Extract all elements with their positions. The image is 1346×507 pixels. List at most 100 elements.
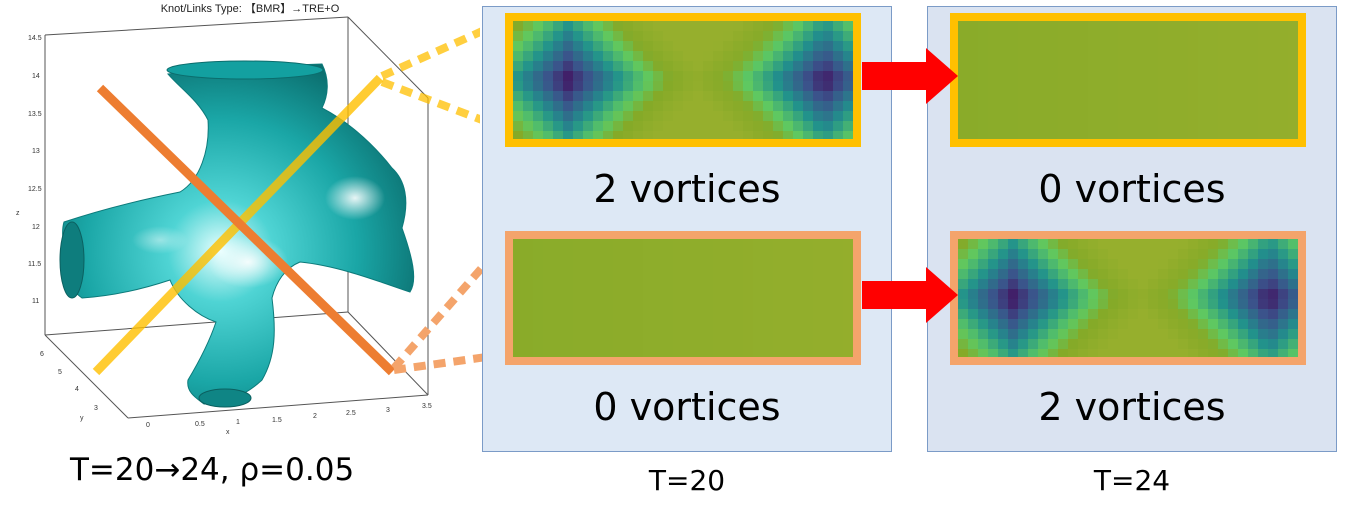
field-cell <box>1138 309 1149 320</box>
field-cell <box>643 121 654 132</box>
field-cell <box>573 131 584 139</box>
field-cell <box>673 339 684 350</box>
field-cell <box>693 71 704 82</box>
field-cell <box>563 71 574 82</box>
field-cell <box>998 21 1009 32</box>
field-cell <box>1248 239 1259 250</box>
field-cell <box>1208 81 1219 92</box>
field-cell <box>1058 289 1069 300</box>
field-cell <box>693 259 704 270</box>
field-cell <box>533 51 544 62</box>
field-cell <box>1228 31 1239 42</box>
field-cell <box>1058 91 1069 102</box>
field-cell <box>1078 279 1089 290</box>
field-cell <box>1018 131 1029 139</box>
field-cell <box>553 41 564 52</box>
field-cell <box>968 71 979 82</box>
field-cell <box>1008 71 1019 82</box>
field-cell <box>1268 319 1279 330</box>
field-cell <box>968 319 979 330</box>
field-cell <box>553 111 564 122</box>
field-cell <box>978 131 989 139</box>
field-cell <box>1288 41 1298 52</box>
field-cell <box>1288 21 1298 32</box>
field-cell <box>703 259 714 270</box>
field-cell <box>1048 91 1059 102</box>
field-cell <box>1278 329 1289 340</box>
field-cell <box>703 279 714 290</box>
field-cell <box>693 91 704 102</box>
field-cell <box>988 21 999 32</box>
field-cell <box>583 319 594 330</box>
field-cell <box>1168 21 1179 32</box>
field-cell <box>653 81 664 92</box>
field-cell <box>823 279 834 290</box>
field-cell <box>1048 51 1059 62</box>
field-cell <box>1048 279 1059 290</box>
field-cell <box>1158 21 1169 32</box>
field-cell <box>733 349 744 357</box>
field-cell <box>773 121 784 132</box>
field-cell <box>673 61 684 72</box>
field-cell <box>803 339 814 350</box>
field-cell <box>1228 299 1239 310</box>
field-cell <box>683 349 694 357</box>
field-cell <box>1178 51 1189 62</box>
field-cell <box>733 269 744 280</box>
field-cell <box>1118 289 1129 300</box>
field-cell <box>1258 81 1269 92</box>
field-cell <box>513 289 524 300</box>
field-cell <box>1168 349 1179 357</box>
field-cell <box>1228 329 1239 340</box>
field-cell <box>783 101 794 112</box>
field-cell <box>613 269 624 280</box>
field-cell <box>1218 239 1229 250</box>
vortex-count-label: 2 vortices <box>593 167 781 211</box>
field-cell <box>653 51 664 62</box>
field-cell <box>553 101 564 112</box>
field-cell <box>633 249 644 260</box>
field-cell <box>793 309 804 320</box>
field-cell <box>573 299 584 310</box>
field-cell <box>583 299 594 310</box>
field-cell <box>573 319 584 330</box>
field-cell <box>1278 349 1289 357</box>
field-cell <box>1068 31 1079 42</box>
field-cell <box>843 329 853 340</box>
field-cell <box>1248 329 1259 340</box>
field-cell <box>1048 131 1059 139</box>
field-cell <box>603 279 614 290</box>
field-cell <box>713 249 724 260</box>
field-cell <box>1138 51 1149 62</box>
field-cell <box>673 329 684 340</box>
field-cell <box>703 249 714 260</box>
field-cell <box>1028 329 1039 340</box>
field-cell <box>663 259 674 270</box>
field-cell <box>1178 339 1189 350</box>
field-cell <box>1098 349 1109 357</box>
field-cell <box>1158 111 1169 122</box>
field-cell <box>1058 239 1069 250</box>
field-cell <box>673 319 684 330</box>
left-caption: T=20→24, ρ=0.05 <box>70 452 355 488</box>
field-cell <box>743 61 754 72</box>
field-cell <box>663 61 674 72</box>
field-cell <box>1008 339 1019 350</box>
field-cell <box>513 21 524 32</box>
field-cell <box>1058 279 1069 290</box>
field-cell <box>1048 289 1059 300</box>
field-cell <box>1038 279 1049 290</box>
field-cell <box>833 329 844 340</box>
field-cell <box>693 249 704 260</box>
field-cell <box>743 91 754 102</box>
field-cell <box>1018 121 1029 132</box>
field-cell <box>1208 279 1219 290</box>
field-cell <box>823 71 834 82</box>
field-cell <box>1278 21 1289 32</box>
arrow-right-icon <box>862 267 958 323</box>
field-cell <box>753 239 764 250</box>
field-cell <box>543 319 554 330</box>
field-cell <box>783 309 794 320</box>
field-cell <box>1108 299 1119 310</box>
field-cell <box>1238 121 1249 132</box>
